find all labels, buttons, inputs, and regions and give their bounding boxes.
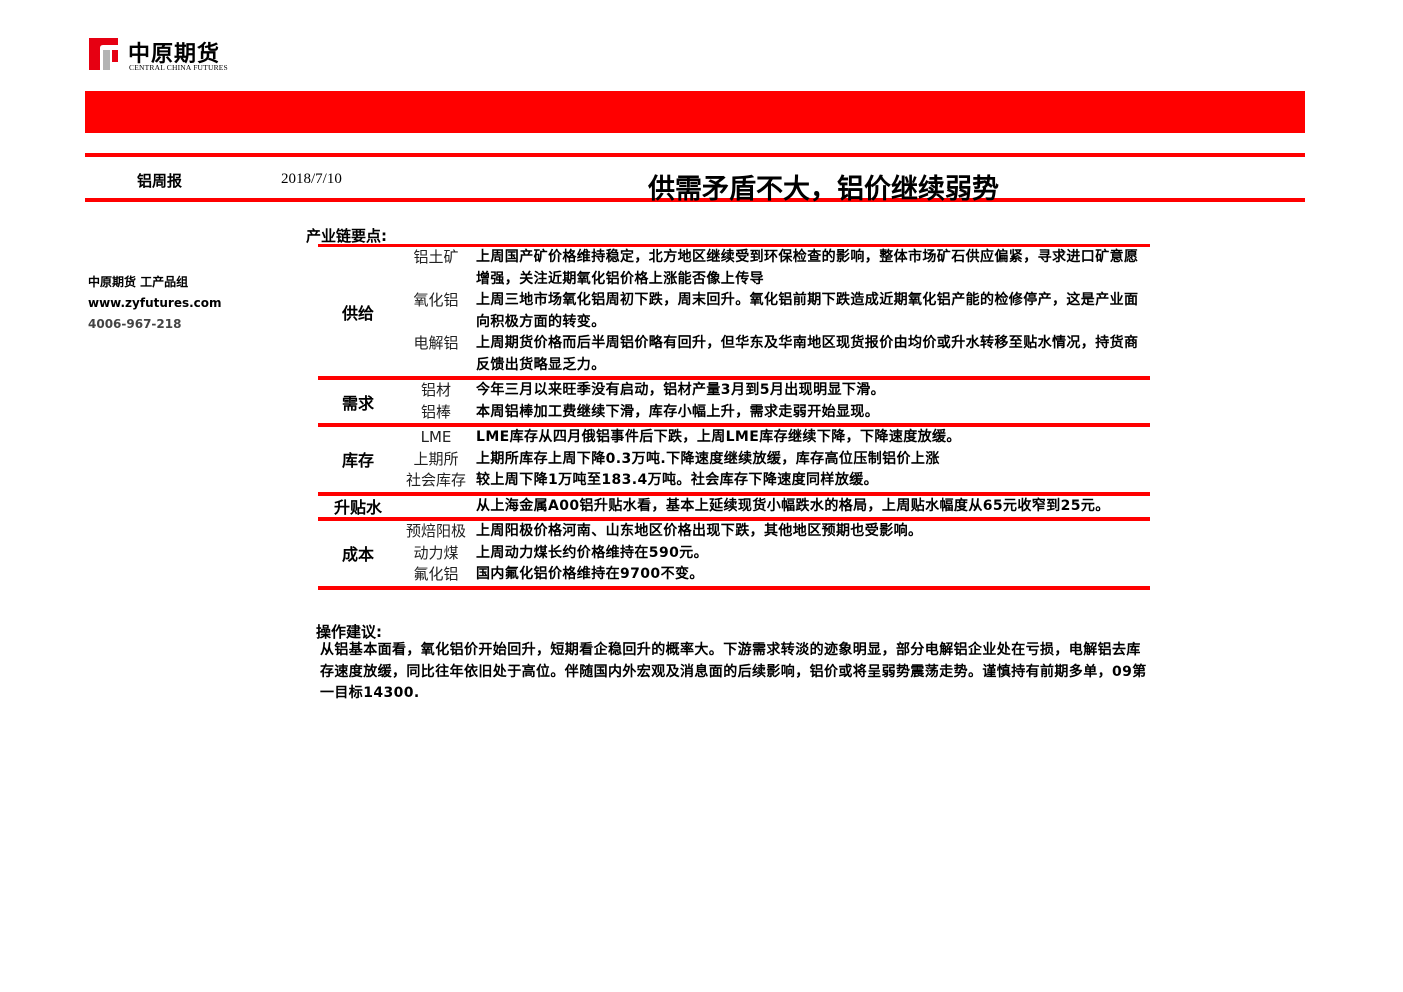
chain-subcategory: 预焙阳极 bbox=[405, 522, 466, 540]
chain-text: 上周阳极价格河南、山东地区价格出现下跌，其他地区预期也受影响。 bbox=[476, 523, 923, 539]
chain-text: LME库存从四月俄铝事件后下跌，上周LME库存继续下降，下降速度放缓。 bbox=[476, 429, 961, 445]
chain-heading: 产业链要点: bbox=[306, 227, 387, 245]
chain-row: 电解铝上周期货价格而后半周铝价略有回升，但华东及华南地区现货报价由均价或升水转移… bbox=[318, 333, 1150, 376]
chain-category: 需求 bbox=[341, 393, 374, 413]
sidebar-org: 中原期货 工产品组 bbox=[88, 275, 189, 289]
chain-category: 成本 bbox=[341, 545, 374, 565]
chain-row: 铝材 今年三月以来旺季没有启动，铝材产量3月到5月出现明显下滑。 bbox=[318, 380, 1150, 402]
chain-text: 较上周下降1万吨至183.4万吨。社会库存下降速度同样放缓。 bbox=[476, 472, 879, 488]
chain-text: 今年三月以来旺季没有启动，铝材产量3月到5月出现明显下滑。 bbox=[476, 382, 886, 398]
chain-row: 上期所上期所库存上周下降0.3万吨.下降速度继续放缓，库存高位压制铝价上涨 bbox=[318, 449, 1150, 471]
report-title: 供需矛盾不大，铝价继续弱势 bbox=[648, 174, 999, 205]
logo-mark-icon bbox=[89, 38, 118, 70]
chain-subcategory: 铝棒 bbox=[420, 402, 451, 421]
chain-subcategory: 动力煤 bbox=[413, 543, 459, 562]
chain-category: 库存 bbox=[341, 451, 374, 471]
chain-text: 国内氟化铝价格维持在9700不变。 bbox=[476, 566, 704, 582]
chain-group: 升贴水 从上海金属A00铝升贴水看，基本上延续现货小幅跌水的格局，上周贴水幅度从6… bbox=[318, 496, 1150, 521]
chain-group: 库存 LME LME库存从四月俄铝事件后下跌，上周LME库存继续下降，下降速度放缓。… bbox=[318, 427, 1150, 496]
chain-group: 供给 铝土矿上周国产矿价格维持稳定，北方地区继续受到环保检查的影响，整体市场矿石供… bbox=[318, 244, 1150, 380]
header-divider-top bbox=[85, 153, 1305, 157]
advice-text: 从铝基本面看，氧化铝价开始回升，短期看企稳回升的概率大。下游需求转淡的迹象明显，… bbox=[320, 642, 1147, 701]
sidebar-phone: 4006-967-218 bbox=[88, 317, 182, 331]
chain-subcategory: 电解铝 bbox=[413, 334, 459, 352]
chain-row: 氧化铝上周三地市场氧化铝周初下跌，周末回升。氧化铝前期下跌造成近期氧化铝产能的检… bbox=[318, 290, 1150, 333]
chain-row: 从上海金属A00铝升贴水看，基本上延续现货小幅跌水的格局，上周贴水幅度从65元收… bbox=[318, 496, 1150, 518]
chain-row: 铝土矿上周国产矿价格维持稳定，北方地区继续受到环保检查的影响，整体市场矿石供应偏… bbox=[318, 247, 1150, 290]
chain-row: 氟化铝 国内氟化铝价格维持在9700不变。 bbox=[318, 564, 1150, 586]
logo-name-en: CENTRAL CHINA FUTURES bbox=[129, 63, 228, 72]
chain-text: 从上海金属A00铝升贴水看，基本上延续现货小幅跌水的格局，上周贴水幅度从65元收… bbox=[476, 497, 1110, 514]
chain-subcategory: 氧化铝 bbox=[413, 291, 459, 309]
company-logo: 中原期货 CENTRAL CHINA FUTURES bbox=[88, 36, 248, 76]
chain-subcategory: 氟化铝 bbox=[413, 565, 459, 583]
chain-text: 上期所库存上周下降0.3万吨.下降速度继续放缓，库存高位压制铝价上涨 bbox=[476, 450, 940, 467]
chain-subcategory: 社会库存 bbox=[405, 471, 466, 489]
report-type: 铝周报 bbox=[137, 172, 183, 190]
report-date: 2018/7/10 bbox=[281, 171, 342, 187]
chain-group: 成本预焙阳极上周阳极价格河南、山东地区价格出现下跌，其他地区预期也受影响。动力煤… bbox=[318, 521, 1150, 590]
chain-subcategory: 铝土矿 bbox=[413, 248, 459, 266]
chain-row: 动力煤上周动力煤长约价格维持在590元。 bbox=[318, 543, 1150, 565]
chain-subcategory: LME bbox=[420, 428, 452, 446]
chain-text: 本周铝棒加工费继续下滑，库存小幅上升，需求走弱开始显现。 bbox=[476, 403, 880, 420]
chain-text: 上周动力煤长约价格维持在590元。 bbox=[476, 544, 709, 561]
industry-chain-table: 供给 铝土矿上周国产矿价格维持稳定，北方地区继续受到环保检查的影响，整体市场矿石供… bbox=[318, 244, 1150, 590]
chain-row: 铝棒 本周铝棒加工费继续下滑，库存小幅上升，需求走弱开始显现。 bbox=[318, 402, 1150, 424]
chain-row: 预焙阳极上周阳极价格河南、山东地区价格出现下跌，其他地区预期也受影响。 bbox=[318, 521, 1150, 543]
sidebar-contact: 中原期货 工产品组 www.zyfutures.com 4006-967-218 bbox=[88, 272, 222, 335]
chain-text: 上周期货价格而后半周铝价略有回升，但华东及华南地区现货报价由均价或升水转移至贴水… bbox=[476, 335, 1139, 373]
chain-category: 供给 bbox=[341, 303, 374, 323]
chain-row: 社会库存较上周下降1万吨至183.4万吨。社会库存下降速度同样放缓。 bbox=[318, 470, 1150, 492]
chain-category: 升贴水 bbox=[333, 498, 382, 518]
logo-name-cn: 中原期货 bbox=[128, 41, 221, 67]
header-banner bbox=[85, 91, 1305, 133]
chain-text: 上周三地市场氧化铝周初下跌，周末回升。氧化铝前期下跌造成近期氧化铝产能的检修停产… bbox=[476, 292, 1139, 330]
chain-subcategory: 铝材 bbox=[420, 381, 451, 399]
chain-row: LME LME库存从四月俄铝事件后下跌，上周LME库存继续下降，下降速度放缓。 bbox=[318, 427, 1150, 449]
chain-group: 需求 铝材 今年三月以来旺季没有启动，铝材产量3月到5月出现明显下滑。铝棒 本周铝棒加… bbox=[318, 380, 1150, 427]
chain-subcategory: 上期所 bbox=[413, 449, 459, 468]
header-divider-bottom bbox=[85, 198, 1305, 202]
chain-text: 上周国产矿价格维持稳定，北方地区继续受到环保检查的影响，整体市场矿石供应偏紧，寻… bbox=[476, 249, 1139, 287]
sidebar-website[interactable]: www.zyfutures.com bbox=[88, 296, 222, 310]
advice-heading: 操作建议: bbox=[316, 623, 382, 641]
